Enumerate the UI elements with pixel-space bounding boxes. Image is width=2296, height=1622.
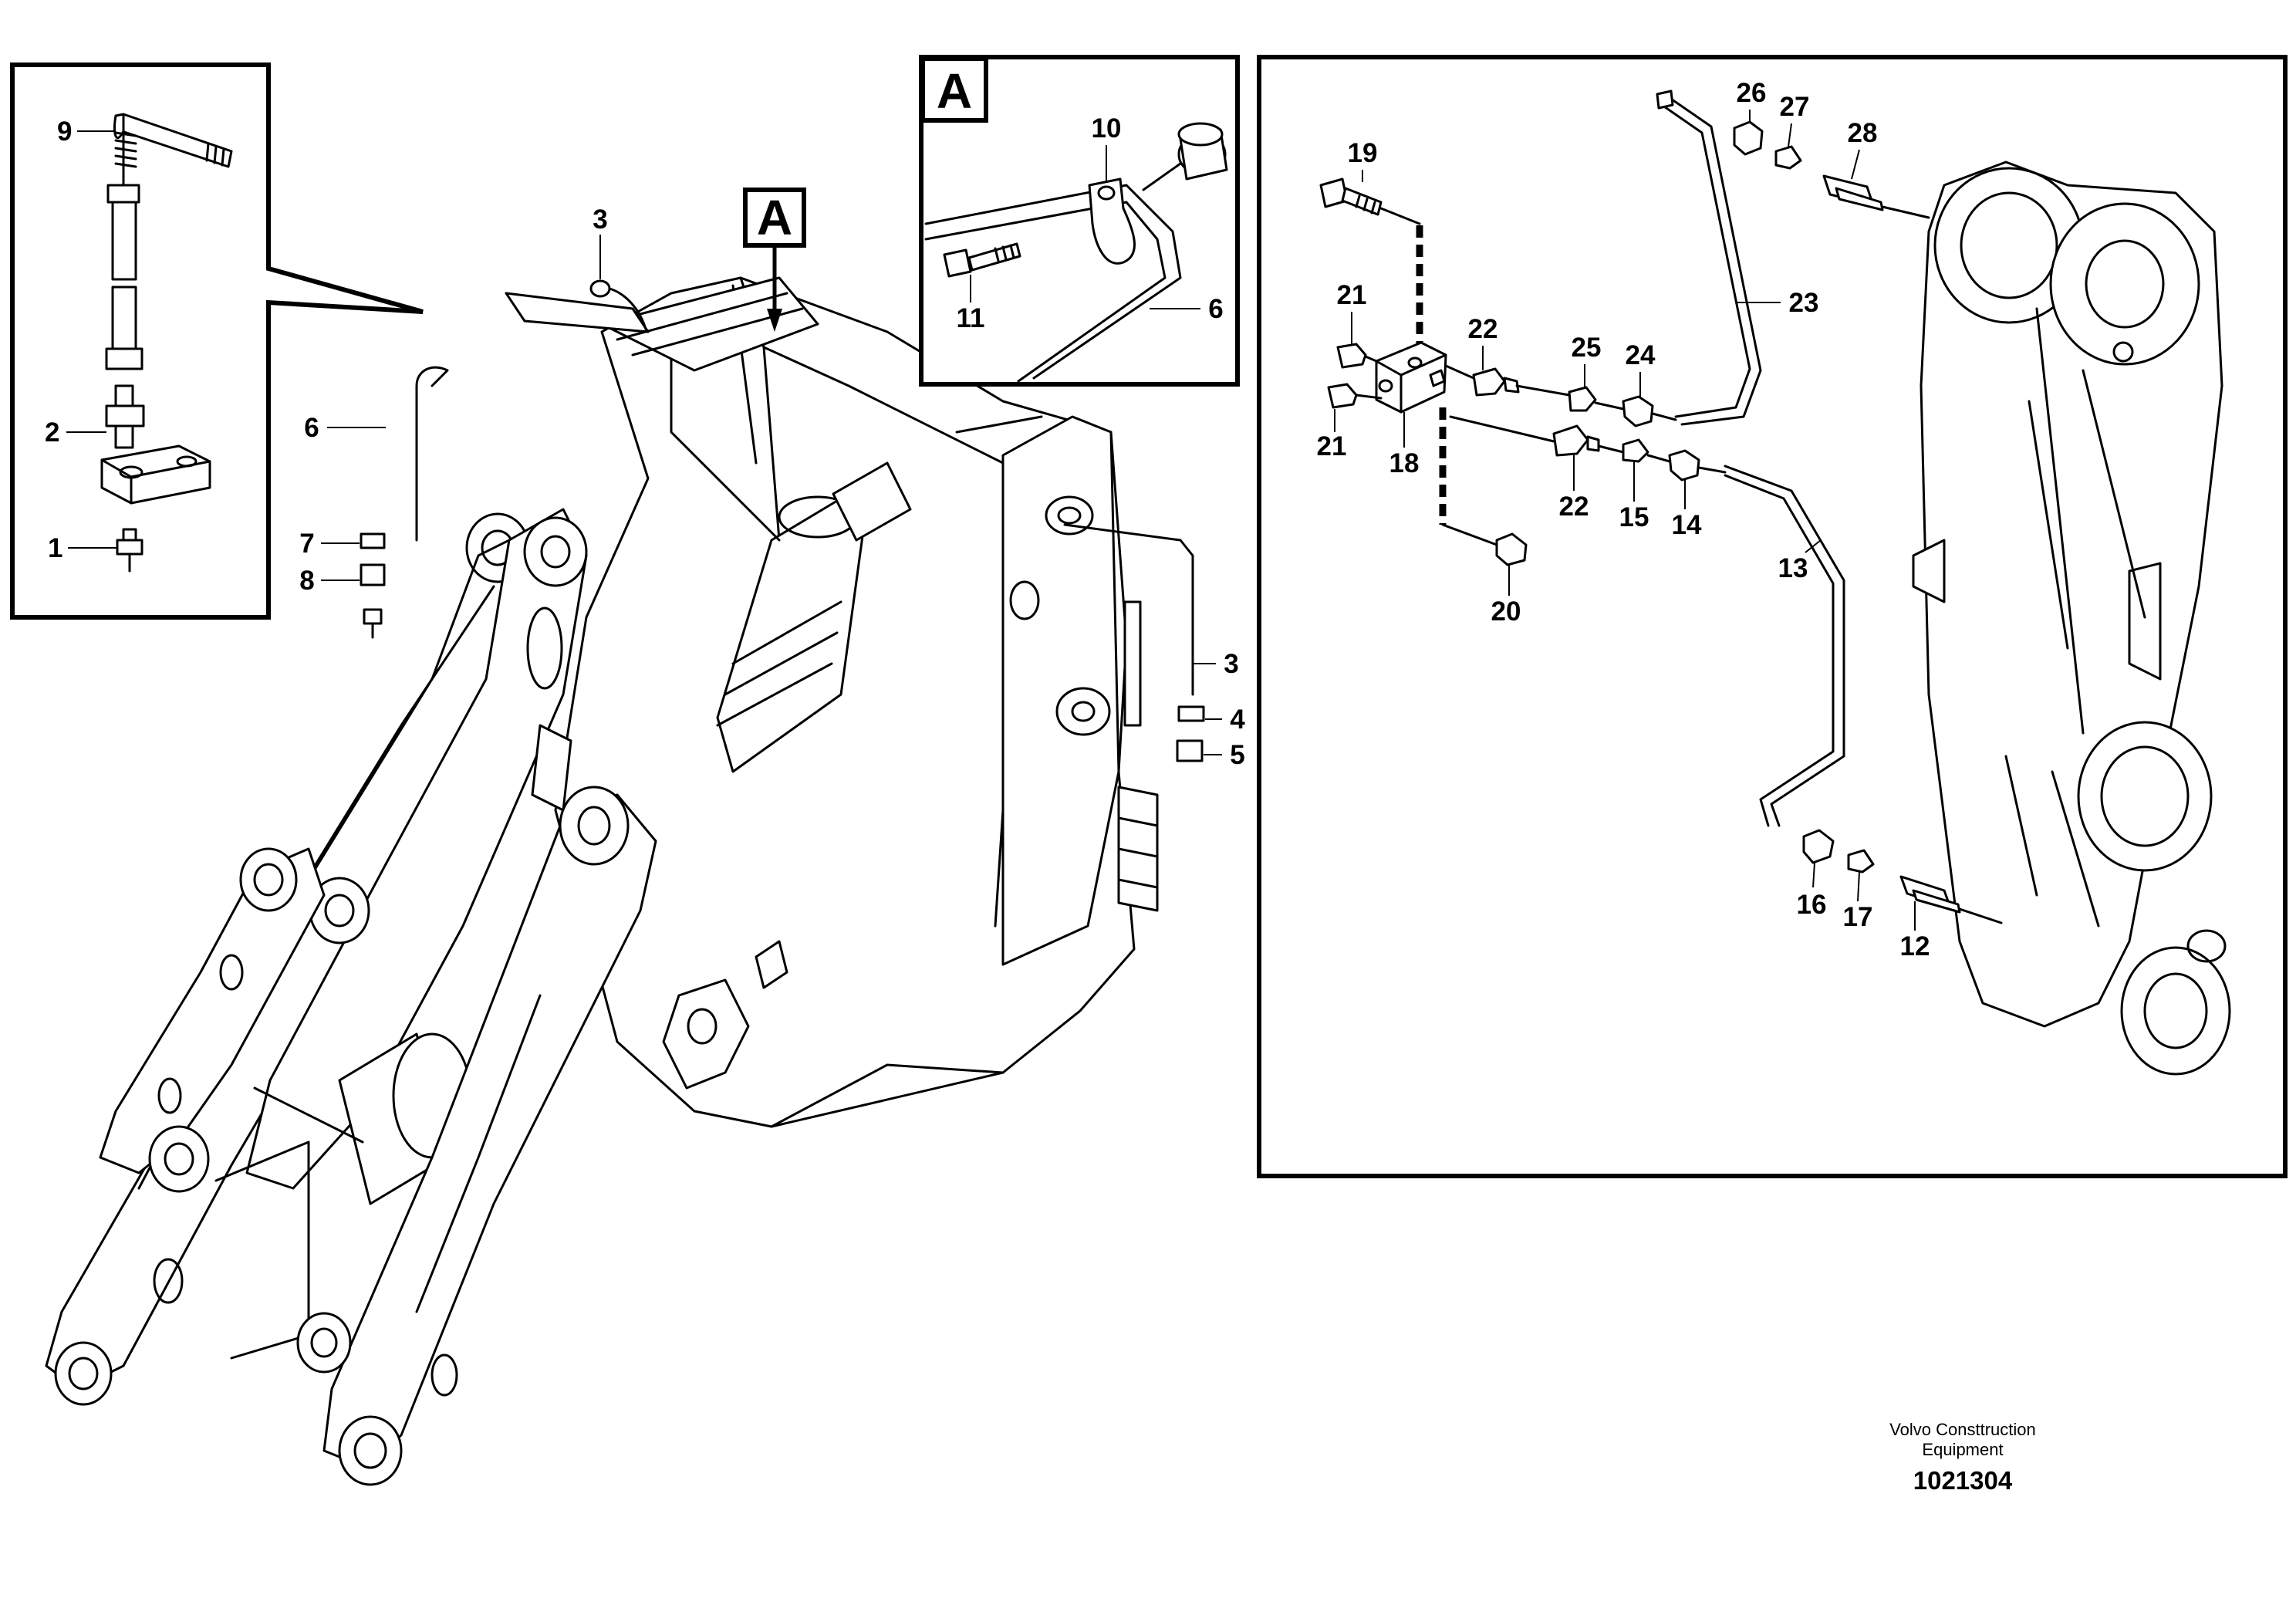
part-22-adapter-lower [1449, 415, 1625, 457]
label-11: 11 [957, 303, 985, 333]
cross-tube [214, 1032, 472, 1360]
label-15: 15 [1619, 502, 1649, 532]
part-2-nipple [105, 384, 145, 449]
detail-box-grease-extension: 9 2 1 [10, 63, 424, 620]
label-24: 24 [1626, 340, 1656, 370]
label-3-upper: 3 [593, 204, 607, 235]
label-21-lower: 21 [1317, 431, 1347, 461]
part-19-bolt [1319, 177, 1421, 225]
label-25: 25 [1572, 333, 1602, 363]
part-4-5-fittings [1176, 705, 1205, 762]
label-20: 20 [1491, 596, 1521, 627]
part-17-sleeve [1847, 849, 1875, 874]
loader-frame-assembly [45, 276, 1159, 1486]
label-12: 12 [1900, 931, 1930, 961]
label-14: 14 [1672, 510, 1702, 540]
part-18-block [1375, 341, 1447, 414]
label-6-left: 6 [304, 413, 319, 443]
label-2: 2 [45, 417, 59, 448]
part-14-nut [1646, 449, 1727, 482]
label-26: 26 [1737, 78, 1767, 108]
label-6-detail: 6 [1208, 294, 1223, 324]
part-27-sleeve [1774, 145, 1802, 170]
spring-9 [114, 131, 137, 168]
pipe-23 [1656, 90, 1762, 426]
extension-rod [105, 184, 144, 370]
marker-a-detail: A [937, 63, 972, 119]
tilt-link-detail [1912, 161, 2231, 1076]
label-9: 9 [57, 117, 72, 147]
footer: Volvo Consttruction Equipment 1021304 [1889, 1420, 2036, 1495]
label-10: 10 [1092, 113, 1122, 144]
part-7-8-fittings [360, 532, 386, 639]
view-marker-callout: A [743, 188, 806, 332]
part-21-fitting-lower [1327, 383, 1383, 409]
label-28: 28 [1848, 118, 1878, 148]
document-number: 1021304 [1913, 1466, 2013, 1495]
label-17: 17 [1843, 902, 1873, 932]
label-3-right: 3 [1224, 649, 1238, 679]
part-12-connector [1899, 875, 2003, 924]
bell-crank-left [245, 508, 588, 1190]
part-22-adapter-upper [1444, 364, 1571, 397]
detail-view-a: A 10 11 6 [919, 55, 1240, 387]
label-21-upper: 21 [1337, 280, 1367, 310]
label-23: 23 [1789, 288, 1819, 318]
part-28-connector [1822, 174, 1930, 219]
label-27: 27 [1780, 92, 1810, 122]
pipe-13 [1724, 465, 1845, 827]
lube-line-main [415, 279, 1194, 696]
label-18: 18 [1389, 448, 1420, 478]
label-5: 5 [1230, 740, 1244, 770]
label-22-upper: 22 [1468, 314, 1498, 344]
credit-line-1: Volvo Consttruction [1889, 1420, 2036, 1439]
part-16-nut [1802, 829, 1835, 864]
label-4: 4 [1230, 705, 1245, 735]
label-19: 19 [1348, 138, 1378, 168]
lift-arm-right [296, 786, 657, 1486]
detail-box-lube-distribution: 19 21 21 18 22 22 25 24 15 14 20 26 27 2… [1257, 55, 2288, 1178]
part-24-nut [1594, 395, 1677, 427]
label-1: 1 [48, 533, 62, 563]
label-22-lower: 22 [1559, 492, 1589, 522]
part-26-nut [1733, 120, 1764, 156]
label-13: 13 [1778, 553, 1808, 583]
part-1-grease-nipple [116, 528, 144, 573]
part-21-fitting-upper [1336, 343, 1378, 369]
part-20-nut [1495, 532, 1528, 566]
part-25-sleeve [1568, 386, 1597, 412]
label-16: 16 [1797, 890, 1827, 920]
part-15-sleeve [1622, 438, 1649, 463]
credit-line-2: Equipment [1922, 1440, 2003, 1459]
label-7: 7 [299, 529, 314, 559]
lift-arm-left [45, 512, 565, 1406]
label-8: 8 [299, 566, 314, 596]
marker-a-callout: A [757, 190, 792, 245]
bracket-plate [100, 444, 211, 505]
lift-cylinder [716, 461, 912, 773]
tilt-link-left [99, 847, 326, 1193]
